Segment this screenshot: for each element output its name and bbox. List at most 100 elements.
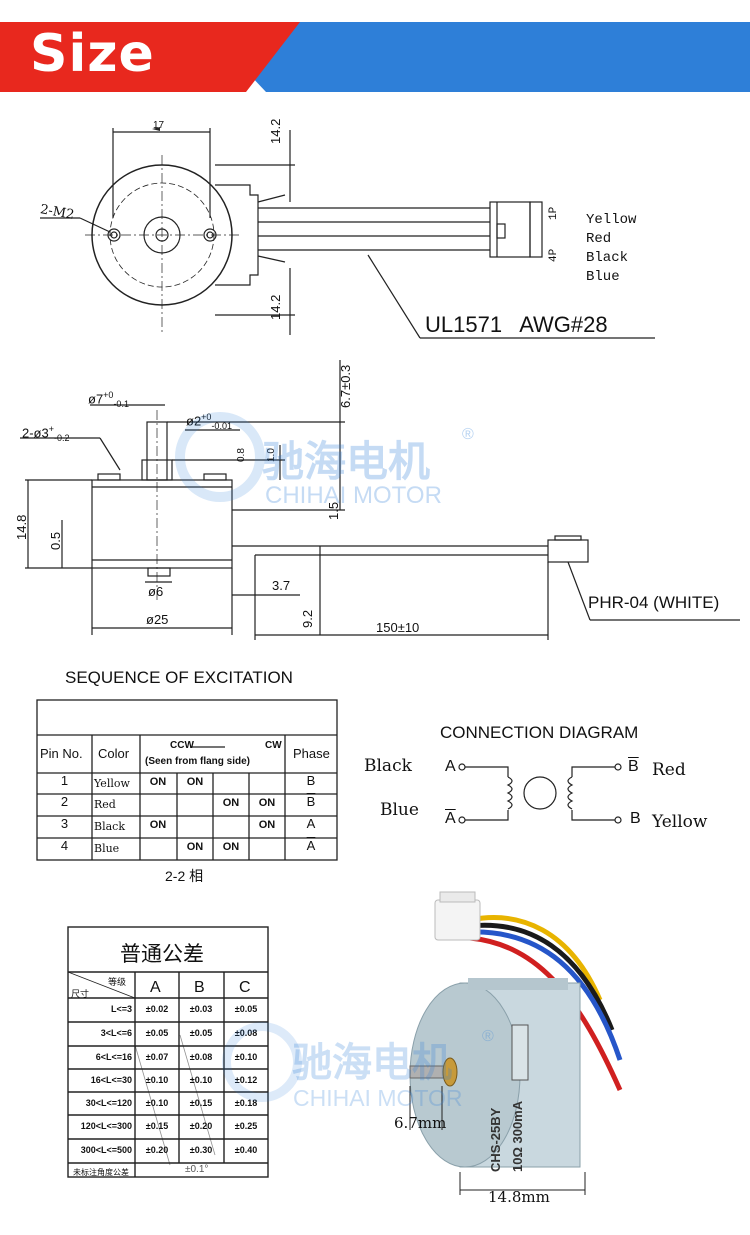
watermark-gear-icon [175,412,265,502]
excitation-step-cell: ON [258,819,276,831]
photo-model-label: CHS-25BY [488,1107,503,1172]
excitation-pin-cell: 3 [60,816,69,831]
excitation-step-cell: ON [149,819,167,831]
tolerance-range-cell: 30<L<=120 [85,1098,132,1108]
photo-spec-label: 10Ω 300mA [510,1100,525,1172]
tolerance-range-cell: 6<L<=16 [95,1052,132,1062]
excitation-phase-cell: A [306,838,316,853]
wire-color-yellow: Yellow [586,212,637,228]
tolerance-value-cell: ±0.20 [145,1145,169,1155]
dim-150: 150±10 [376,620,420,635]
tolerance-angle-value: ±0.1° [185,1164,209,1175]
tolerance-value-cell: ±0.10 [145,1075,169,1085]
photo-dim-height: 14.8mm [488,1188,550,1206]
col-ccw-header: CCW [170,740,194,751]
pin-4p-label: 4P [548,248,560,262]
excitation-title: SEQUENCE OF EXCITATION [65,668,293,687]
header-banner-red [0,22,300,92]
dim-phi25: ø25 [146,612,169,627]
tolerance-value-cell: ±0.18 [234,1098,258,1108]
tolerance-value-cell: ±0.15 [145,1121,169,1131]
conn-term-b: B [630,810,641,827]
tolerance-value-cell: ±0.03 [189,1004,213,1014]
col-color-header: Color [98,746,130,761]
excitation-step-cell: ON [222,797,240,809]
col-phase-header: Phase [293,746,330,761]
dim-17: 17 [153,120,165,131]
tolerance-value-cell: ±0.20 [189,1121,213,1131]
watermark-en-lower: CHIHAI MOTOR [293,1085,463,1111]
tolerance-value-cell: ±0.05 [189,1028,213,1038]
tolerance-range-cell: 120<L<=300 [80,1121,132,1131]
side-view-drawing [20,360,740,640]
tolerance-value-cell: ±0.02 [145,1004,169,1014]
excitation-step-cell: ON [222,841,240,853]
excitation-phase-cell: B [306,794,316,809]
excitation-step-cell: ON [258,797,276,809]
dim-14-8: 14.8 [14,514,29,540]
conn-black-label: Black [364,756,412,776]
dim-9-2: 9.2 [300,609,315,628]
excitation-color-cell: Black [94,820,125,833]
pin-1p-label: 1P [548,206,560,220]
dim-2-phi3: 2-ø3+-0.2 [22,424,70,443]
conn-term-a: A [445,758,456,775]
connector-label: PHR-04 (WHITE) [588,593,720,612]
tolerance-corner-size: 尺寸 [71,989,90,999]
header-banner-blue [200,22,750,92]
tolerance-range-cell: 16<L<=30 [90,1075,132,1085]
tolerance-angle-label: 未标注角度公差 [73,1168,129,1177]
grade-a: A [150,979,161,996]
excitation-phase-cell: A [306,816,316,831]
wire-color-black: Black [586,250,629,266]
dim-phi7: ø7+0-0.1 [88,390,129,409]
wire-color-blue: Blue [586,269,620,285]
conn-blue-label: Blue [380,800,419,820]
tolerance-range-cell: 300<L<=500 [80,1145,132,1155]
watermark-en: CHIHAI MOTOR [265,482,442,509]
dim-3-7: 3.7 [272,578,291,593]
page-title: Size [30,24,155,84]
grade-c: C [239,979,251,996]
tolerance-value-cell: ±0.10 [145,1098,169,1108]
connection-diagram-drawing [458,763,622,824]
excitation-pin-cell: 4 [60,838,69,853]
watermark-cn-lower: 驰海电机 [292,1040,452,1086]
watermark-gear-icon-lower [222,1022,302,1102]
excitation-step-cell: ON [186,841,204,853]
product-photo [409,891,623,1195]
tolerance-value-cell: ±0.15 [189,1098,213,1108]
tolerance-value-cell: ±0.40 [234,1145,258,1155]
watermark-cn: 驰海电机 [262,437,431,486]
tolerance-value-cell: ±0.05 [145,1028,169,1038]
dim-14-2-top: 14.2 [268,118,283,144]
tolerance-range-cell: L<=3 [110,1004,132,1014]
watermark-reg: ® [462,426,474,443]
excitation-table-grid [36,699,338,861]
watermark-reg-lower: ® [482,1028,494,1045]
dim-phi6: ø6 [148,584,164,599]
excitation-phase-cell: B [306,773,316,788]
connection-title: CONNECTION DIAGRAM [440,723,639,742]
tolerance-value-cell: ±0.10 [189,1075,213,1085]
tolerance-value-cell: ±0.30 [189,1145,213,1155]
dim-6-7: 6.7±0.3 [338,364,353,408]
grade-b: B [194,979,205,996]
dim-0-5: 0.5 [48,531,63,550]
conn-term-b-bar: B [628,758,639,775]
tolerance-value-cell: ±0.08 [189,1052,213,1062]
front-view-drawing [40,127,655,339]
cable-spec: UL1571 AWG#28 [425,312,608,337]
conn-term-a-bar: A [445,810,456,827]
excitation-color-cell: Blue [94,842,120,855]
excitation-pin-cell: 1 [60,773,69,788]
dim-14-2-bottom: 14.2 [268,294,283,320]
tolerance-range-cell: 3<L<=6 [100,1028,132,1038]
excitation-step-cell: ON [149,776,167,788]
excitation-color-cell: Red [94,798,116,811]
conn-yellow-label: Yellow [652,812,708,832]
excitation-footer: 2-2 相 [165,868,204,884]
wire-color-red: Red [586,231,612,247]
tolerance-value-cell: ±0.25 [234,1121,258,1131]
conn-red-label: Red [652,760,686,780]
